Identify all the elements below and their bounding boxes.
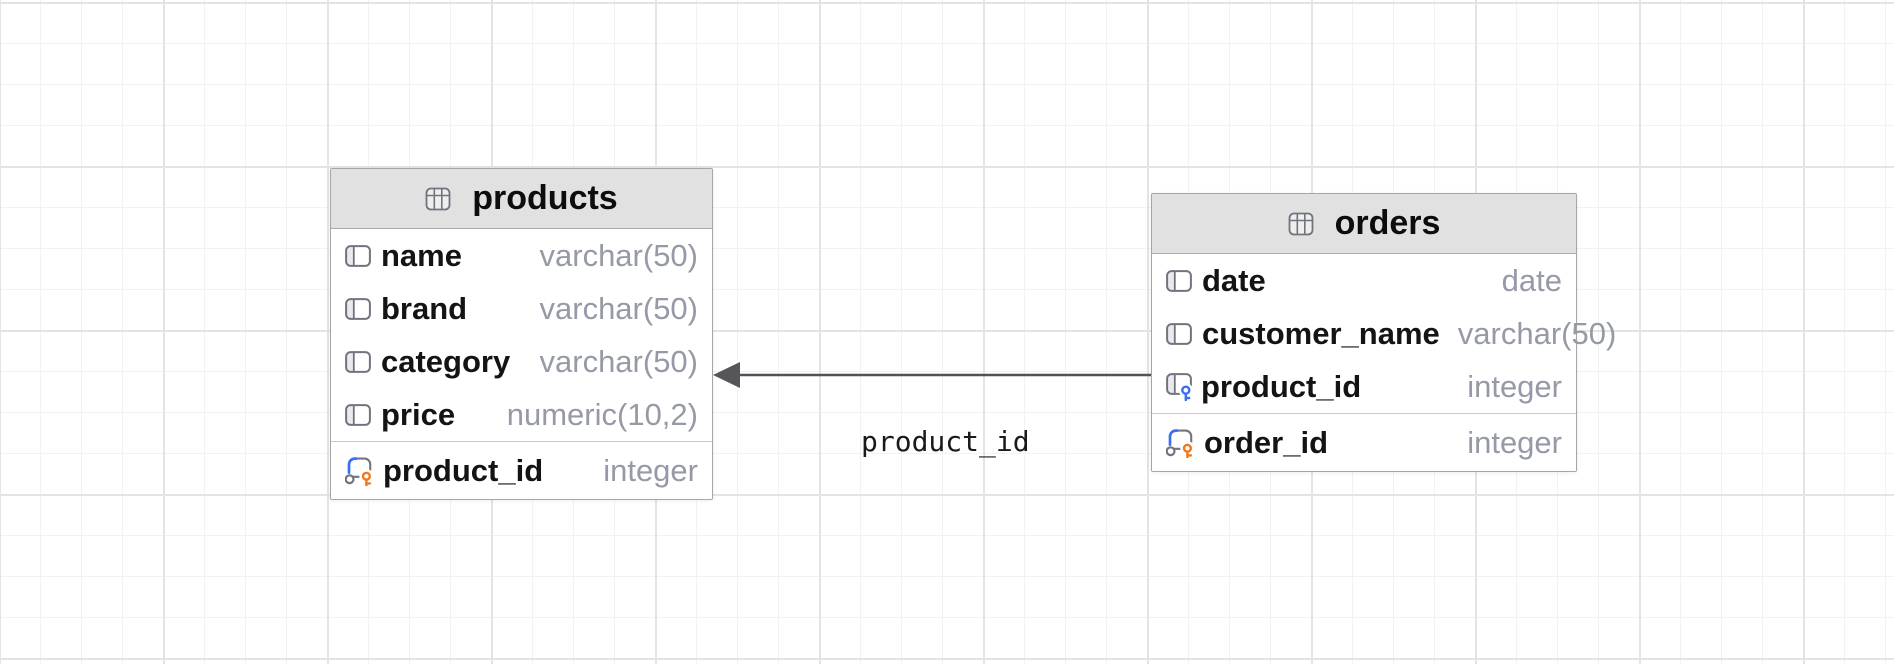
table-node-products[interactable]: products name varchar(50) brand varchar(…	[330, 168, 713, 500]
field-name: product_id	[1201, 368, 1362, 404]
field-type: varchar(50)	[1457, 315, 1617, 351]
primary-key-icon	[345, 456, 374, 486]
column-icon	[1166, 322, 1192, 345]
table-header[interactable]: orders	[1152, 194, 1576, 254]
table-field-row[interactable]: date date	[1152, 254, 1576, 307]
table-field-row[interactable]: category varchar(50)	[331, 335, 712, 388]
table-field-row[interactable]: customer_name varchar(50)	[1152, 307, 1616, 360]
field-type: date	[1501, 262, 1562, 298]
column-icon	[345, 297, 371, 320]
table-field-row-foreign-key[interactable]: product_id integer	[1152, 360, 1576, 413]
table-field-row[interactable]: name varchar(50)	[331, 229, 712, 282]
table-field-row-primary-key[interactable]: order_id integer	[1152, 413, 1576, 471]
field-name: brand	[381, 290, 468, 326]
column-icon	[1166, 269, 1192, 292]
column-icon	[345, 403, 371, 426]
field-name: date	[1202, 262, 1266, 298]
relationship-label: product_id	[861, 425, 1030, 458]
primary-key-icon	[1166, 428, 1195, 458]
field-name: name	[381, 237, 462, 273]
field-name: category	[381, 343, 511, 379]
table-grid-icon	[425, 187, 451, 210]
column-icon	[345, 350, 371, 373]
field-type: integer	[603, 452, 698, 488]
field-name: customer_name	[1202, 315, 1440, 351]
table-header[interactable]: products	[331, 169, 712, 229]
field-type: varchar(50)	[539, 343, 699, 379]
field-name: product_id	[383, 452, 544, 488]
table-title: orders	[1334, 204, 1441, 242]
field-type: integer	[1467, 368, 1562, 404]
foreign-key-icon	[1166, 372, 1193, 401]
table-title: products	[472, 179, 618, 217]
field-type: numeric(10,2)	[506, 396, 698, 432]
field-type: varchar(50)	[539, 237, 699, 273]
table-field-row[interactable]: price numeric(10,2)	[331, 388, 712, 441]
field-type: varchar(50)	[539, 290, 699, 326]
field-name: order_id	[1204, 424, 1329, 460]
table-field-row-primary-key[interactable]: product_id integer	[331, 441, 712, 499]
field-name: price	[381, 396, 456, 432]
table-field-row[interactable]: brand varchar(50)	[331, 282, 712, 335]
table-node-orders[interactable]: orders date date customer_name varchar(5…	[1151, 193, 1616, 472]
field-type: integer	[1467, 424, 1562, 460]
column-icon	[345, 244, 371, 267]
table-grid-icon	[1288, 212, 1313, 235]
relationship-arrowhead-icon	[713, 362, 740, 388]
